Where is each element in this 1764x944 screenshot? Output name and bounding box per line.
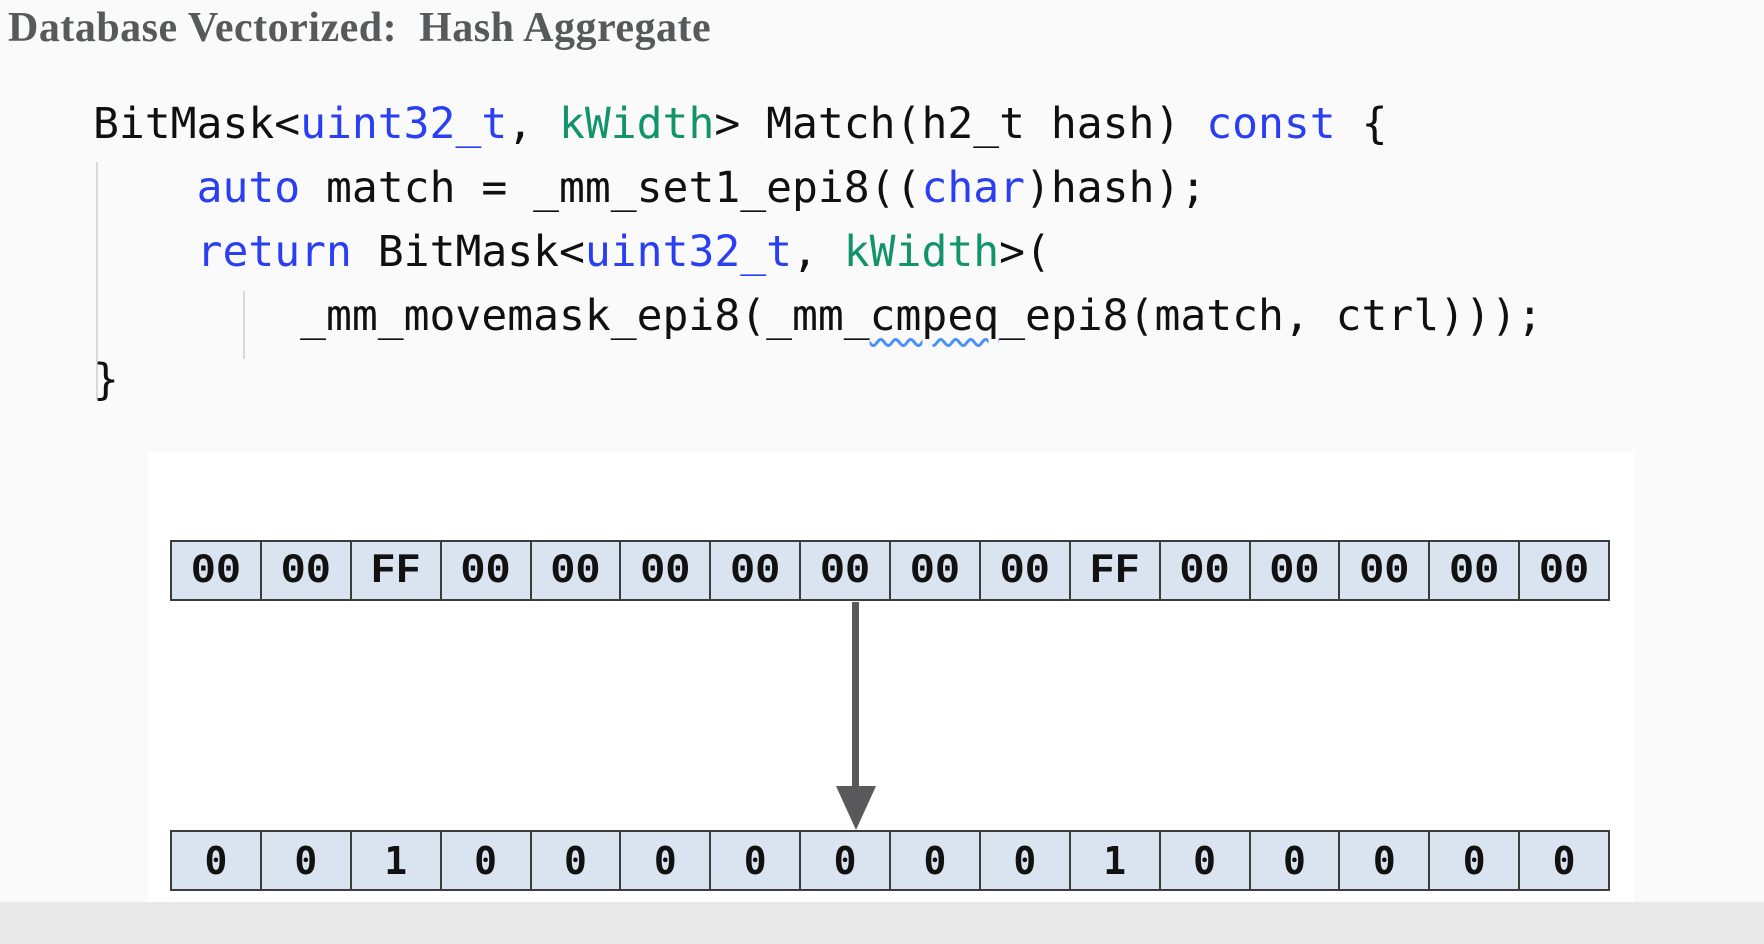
code-line: BitMask<uint32_t, kWidth> Match(h2_t has… <box>93 92 1543 156</box>
bit-cell: 0 <box>1340 832 1431 889</box>
code-token: const <box>1206 99 1336 149</box>
bit-cell: 1 <box>1070 832 1161 889</box>
code-token: kWidth <box>559 99 715 149</box>
slide-title: Database Vectorized: Hash Aggregate <box>8 5 712 51</box>
code-token: )hash); <box>1025 163 1207 213</box>
byte-cell: 00 <box>891 542 981 599</box>
code-token: BitMask< <box>93 99 301 149</box>
code-token: BitMask< <box>351 227 585 277</box>
bit-cell: 0 <box>891 832 981 889</box>
byte-cell: 00 <box>261 542 352 599</box>
diagram-panel <box>148 452 1634 904</box>
bottom-strip <box>0 902 1764 944</box>
code-token <box>93 227 197 277</box>
code-block: BitMask<uint32_t, kWidth> Match(h2_t has… <box>93 92 1543 412</box>
bit-cell: 0 <box>1520 832 1608 889</box>
bit-cell: 0 <box>441 832 532 889</box>
byte-cell: 00 <box>531 542 622 599</box>
bit-cell: 0 <box>531 832 622 889</box>
code-token: , <box>507 99 559 149</box>
byte-cell: 00 <box>441 542 532 599</box>
byte-cell: 00 <box>980 542 1071 599</box>
byte-cell: FF <box>1070 542 1161 599</box>
code-line: return BitMask<uint32_t, kWidth>( <box>93 220 1543 284</box>
byte-cell: 00 <box>1340 542 1431 599</box>
code-line: auto match = _mm_set1_epi8((char)hash); <box>93 156 1543 220</box>
indent-guide <box>243 291 245 359</box>
bit-cell: 0 <box>172 832 262 889</box>
bit-cell: 0 <box>1160 832 1251 889</box>
byte-cell: 00 <box>1250 542 1341 599</box>
code-token: _mm_movemask_epi8(_mm_ <box>93 291 870 341</box>
down-arrow <box>852 602 859 790</box>
bit-cell: 0 <box>801 832 891 889</box>
bit-cell: 0 <box>711 832 802 889</box>
code-token: _epi8(match, ctrl))); <box>999 291 1543 341</box>
byte-cell: 00 <box>1430 542 1521 599</box>
down-arrow-head-icon <box>836 786 876 830</box>
bit-cell: 0 <box>261 832 352 889</box>
byte-cell: FF <box>351 542 442 599</box>
bit-cell: 0 <box>621 832 712 889</box>
bit-cell: 0 <box>1430 832 1521 889</box>
code-token: , <box>792 227 844 277</box>
byte-cell: 00 <box>801 542 891 599</box>
bit-cell: 1 <box>351 832 442 889</box>
bit-cell: 0 <box>980 832 1071 889</box>
code-token <box>93 163 197 213</box>
code-token: >( <box>999 227 1051 277</box>
byte-cell: 00 <box>1520 542 1608 599</box>
code-token: } <box>93 355 119 405</box>
code-token: return <box>196 227 352 277</box>
code-token: { <box>1335 99 1388 149</box>
byte-cell: 00 <box>711 542 802 599</box>
code-token: > Match(h2_t hash) <box>714 99 1207 149</box>
byte-cell: 00 <box>1160 542 1251 599</box>
code-token-misspelled: cmpeq <box>869 291 1000 341</box>
indent-guide <box>96 162 98 400</box>
code-token: uint32_t <box>584 227 793 277</box>
code-token: uint32_t <box>300 99 508 149</box>
code-token: match = _mm_set1_epi8(( <box>300 163 922 213</box>
code-line: _mm_movemask_epi8(_mm_cmpeq_epi8(match, … <box>93 284 1543 348</box>
bit-cell: 0 <box>1250 832 1341 889</box>
code-token: char <box>921 163 1026 213</box>
code-line: } <box>93 348 1543 412</box>
code-token: auto <box>196 163 301 213</box>
byte-cell: 00 <box>172 542 262 599</box>
byte-cell: 00 <box>621 542 712 599</box>
code-token: kWidth <box>843 227 1000 277</box>
